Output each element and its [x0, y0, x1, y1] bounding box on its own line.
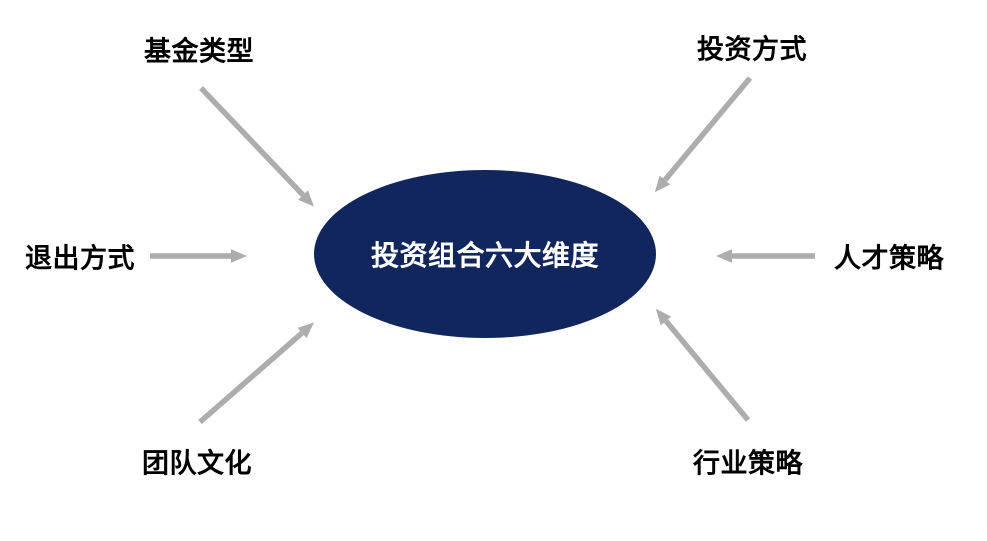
- node-label-talent-strategy: 人才策略: [834, 243, 944, 274]
- node-label-team-culture: 团队文化: [142, 448, 252, 479]
- arrow-investment-method-to-center: [654, 76, 753, 193]
- node-label-investment-method: 投资方式: [697, 34, 807, 65]
- node-label-exit-method: 退出方式: [25, 243, 135, 274]
- node-label-fund-type: 基金类型: [144, 36, 254, 67]
- center-ellipse: [314, 170, 656, 338]
- arrow-industry-strategy-to-center: [655, 308, 751, 422]
- node-label-industry-strategy: 行业策略: [693, 448, 803, 479]
- arrow-team-culture-to-center: [198, 322, 315, 425]
- center-title: 投资组合六大维度: [370, 240, 600, 271]
- arrow-group: [150, 76, 815, 425]
- arrow-fund-type-to-center: [199, 86, 315, 207]
